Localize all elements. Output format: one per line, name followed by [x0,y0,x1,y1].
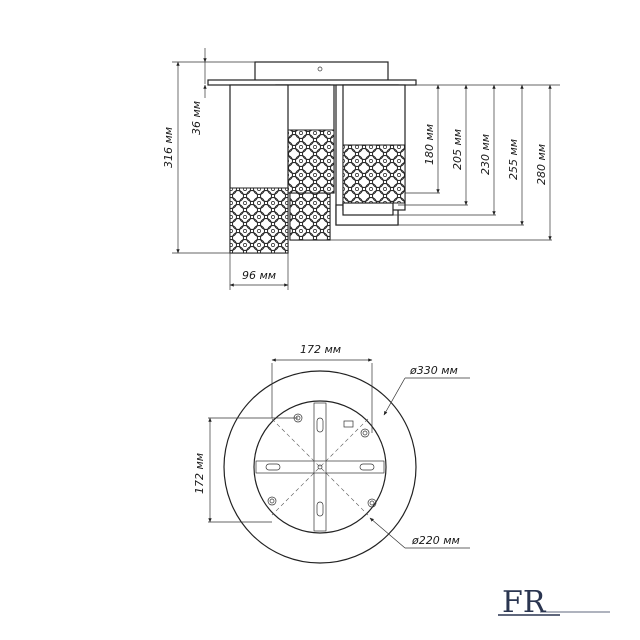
dim-255: 255 мм [507,139,520,180]
dim-mount-width: 172 мм [300,343,341,356]
canopy-plate [207,79,417,86]
brand-logo: FR [498,585,610,620]
svg-text:FR: FR [502,585,547,620]
bracket-horizontal [255,460,385,474]
dim-outer-diameter: ø330 мм [409,364,458,377]
dim-mount-height: 172 мм [193,453,206,494]
dim-inner-diameter: ø220 мм [411,534,460,547]
top-view: 172 мм 172 мм ø330 мм ø220 мм [193,343,470,564]
canopy-screw [317,66,323,72]
dim-shade-width: 96 мм [242,269,276,282]
dim-total-height: 316 мм [162,127,175,168]
dim-180: 180 мм [423,124,436,165]
dim-205: 205 мм [451,129,464,170]
dim-canopy: 36 мм [190,101,203,135]
side-view: 316 мм 36 мм 96 мм 180 мм 205 мм 230 мм … [162,48,560,290]
dim-230: 230 мм [479,134,492,175]
bracket-vertical [313,402,327,532]
dim-280: 280 мм [535,144,548,185]
